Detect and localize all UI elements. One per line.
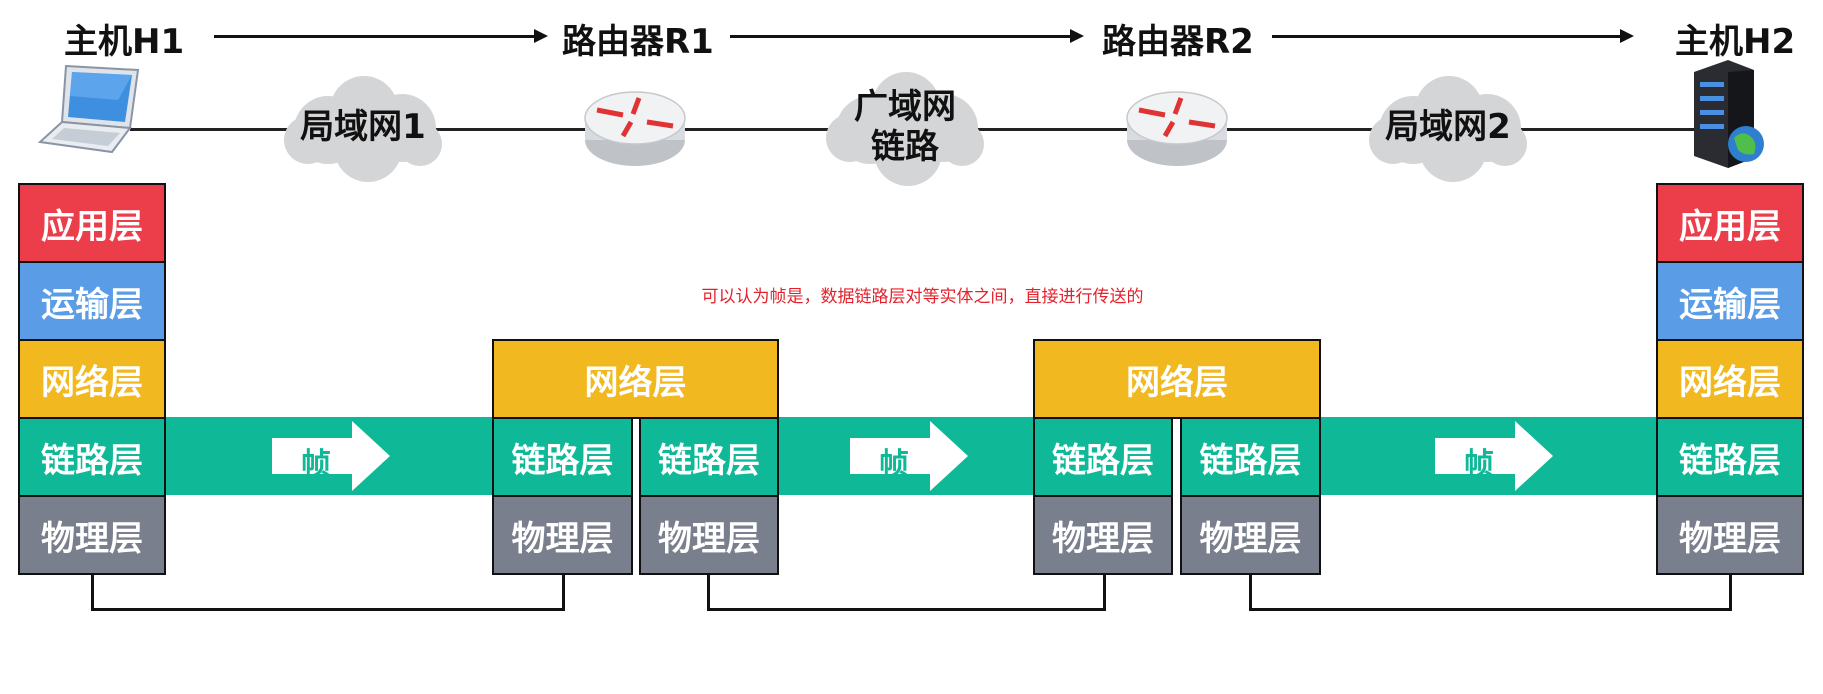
arrow-head-icon xyxy=(1070,29,1084,43)
arrow-head-icon xyxy=(1620,29,1634,43)
router-r1-label: 路由器R1 xyxy=(562,22,714,62)
frame-arrow-1: 帧 xyxy=(272,421,392,495)
h1-application-layer: 应用层 xyxy=(18,183,166,263)
wan-cloud: 广域网 链路 xyxy=(822,68,988,186)
wan-label-line1: 广域网 xyxy=(854,87,956,127)
h2-transport-layer: 运输层 xyxy=(1656,261,1804,341)
lan1-cloud: 局域网1 xyxy=(280,68,446,186)
h2-application-layer: 应用层 xyxy=(1656,183,1804,263)
h1-link-layer: 链路层 xyxy=(18,417,166,497)
h1-network-layer: 网络层 xyxy=(18,339,166,419)
h2-physical-layer: 物理层 xyxy=(1656,495,1804,575)
arrow-right-icon xyxy=(850,421,968,491)
h2-link-layer: 链路层 xyxy=(1656,417,1804,497)
direction-arrow-2 xyxy=(730,35,1070,38)
h1-physical-layer: 物理层 xyxy=(18,495,166,575)
r2-network-layer: 网络层 xyxy=(1033,339,1321,419)
router-icon xyxy=(1125,88,1229,174)
host-h2-label: 主机H2 xyxy=(1675,22,1796,62)
frame-label-3: 帧 xyxy=(1464,447,1494,482)
physical-wire-3 xyxy=(1249,575,1732,611)
r2-link-layer-right: 链路层 xyxy=(1180,417,1321,497)
arrow-right-icon xyxy=(272,421,390,491)
wan-label-line2: 链路 xyxy=(871,127,939,167)
r2-physical-layer-right: 物理层 xyxy=(1180,495,1321,575)
annotation-text: 可以认为帧是，数据链路层对等实体之间，直接进行传送的 xyxy=(701,287,1144,307)
arrow-right-icon xyxy=(1435,421,1553,491)
physical-wire-1 xyxy=(91,575,565,611)
frame-label-1: 帧 xyxy=(301,447,331,482)
h2-network-layer: 网络层 xyxy=(1656,339,1804,419)
server-icon xyxy=(1688,58,1768,172)
r2-link-layer-left: 链路层 xyxy=(1033,417,1173,497)
frame-arrow-3: 帧 xyxy=(1435,421,1555,495)
host-h1-label: 主机H1 xyxy=(64,22,185,62)
h1-transport-layer: 运输层 xyxy=(18,261,166,341)
r1-physical-layer-right: 物理层 xyxy=(639,495,779,575)
arrow-head-icon xyxy=(534,29,548,43)
r1-link-layer-right: 链路层 xyxy=(639,417,779,497)
direction-arrow-3 xyxy=(1272,35,1620,38)
router-icon xyxy=(583,88,687,174)
r1-network-layer: 网络层 xyxy=(492,339,779,419)
laptop-icon xyxy=(37,60,148,164)
physical-wire-2 xyxy=(707,575,1106,611)
frame-label-2: 帧 xyxy=(879,447,909,482)
r2-physical-layer-left: 物理层 xyxy=(1033,495,1173,575)
frame-arrow-2: 帧 xyxy=(850,421,970,495)
r1-link-layer-left: 链路层 xyxy=(492,417,633,497)
lan1-label: 局域网1 xyxy=(300,107,426,147)
direction-arrow-1 xyxy=(214,35,534,38)
router-r2-label: 路由器R2 xyxy=(1102,22,1254,62)
lan2-label: 局域网2 xyxy=(1385,107,1511,147)
r1-physical-layer-left: 物理层 xyxy=(492,495,633,575)
lan2-cloud: 局域网2 xyxy=(1365,68,1531,186)
